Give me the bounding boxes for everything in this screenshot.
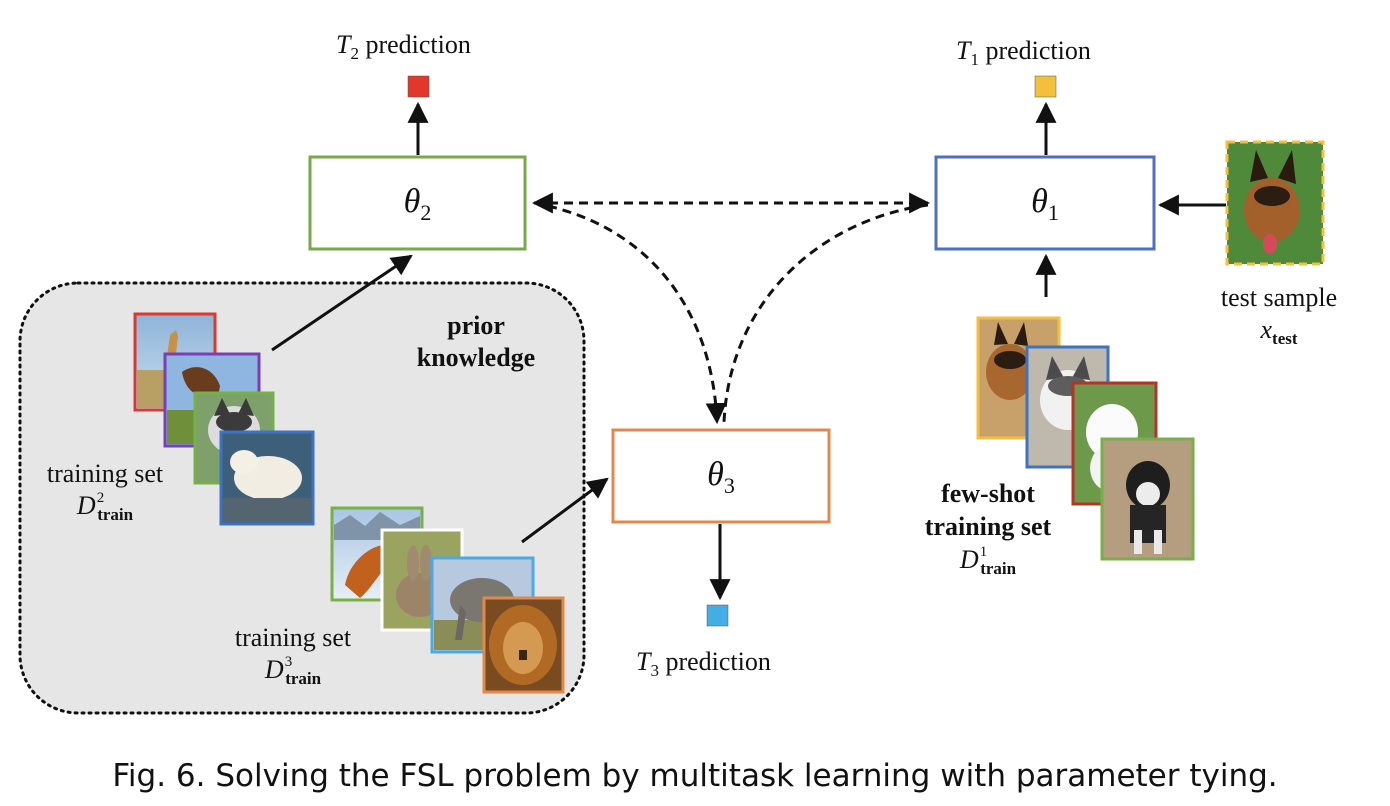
t3-prediction-label: T3 prediction [636,647,771,681]
figure-caption: Fig. 6. Solving the FSL problem by multi… [112,758,1278,794]
t2-prediction-label: T2 prediction [336,30,471,64]
t1-prediction-marker [1034,75,1057,98]
train-set-3-label: training set D3train [234,623,352,688]
theta2-label: θ2 [403,183,432,225]
set3-input-arrow [521,477,609,544]
polar-bear-photo [219,430,315,526]
theta3-box [611,428,831,524]
few-shot-set-label: few-shot training set D1train [924,479,1052,578]
theta3-label: θ3 [707,456,735,498]
prior-knowledge-label: prior knowledge [416,311,536,372]
t2-prediction-marker [407,75,430,98]
t3-prediction-marker [706,604,729,627]
theta1-box [934,155,1156,251]
alaskan-malamute-photo [1100,437,1195,561]
lion-photo [482,596,565,694]
german-shepherd-test-photo [1225,140,1325,266]
train-set-2-label: training set D2train [46,459,164,524]
theta2-box [308,155,527,251]
t1-prediction-label: T1 prediction [956,36,1091,70]
theta1-theta3-tie [722,203,929,423]
test-sample-label: test sample xtest [1220,283,1338,348]
set2-input-arrow [271,254,413,352]
theta1-label: θ1 [1031,183,1059,225]
